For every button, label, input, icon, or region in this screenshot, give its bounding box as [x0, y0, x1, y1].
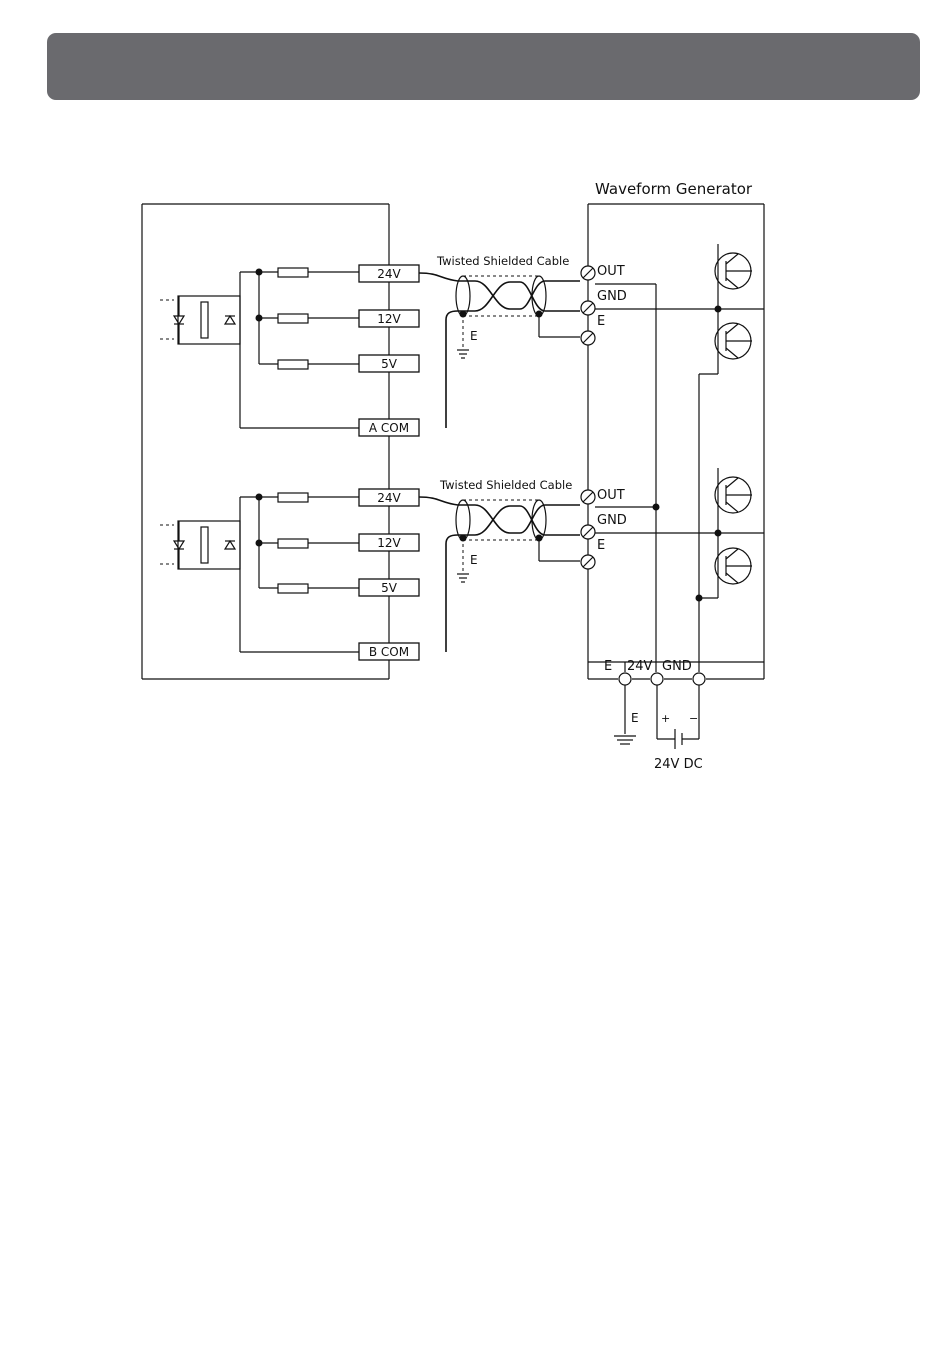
gen-terminal-a-e-label: E: [597, 314, 605, 329]
waveform-generator-label: Waveform Generator: [595, 180, 753, 198]
channel-a: 24V 12V 5V A COM Twisted Shielded Cable …: [160, 244, 764, 436]
power-terminal-gnd: [693, 673, 705, 685]
power-terminal-e-label: E: [604, 659, 612, 674]
input-optocoupler-icon: [160, 521, 240, 569]
channel-b: 24V 12V 5V B COM Twisted Shielded Cable …: [160, 468, 764, 660]
supply-label: 24V DC: [654, 757, 703, 772]
cable-label-a: Twisted Shielded Cable: [436, 254, 569, 268]
input-optocoupler-icon: [160, 296, 240, 344]
gen-terminal-a-e: [581, 331, 595, 345]
gen-terminal-b-gnd-label: GND: [597, 513, 627, 528]
gen-terminal-a-out: [581, 266, 595, 280]
gen-terminal-b-gnd: [581, 525, 595, 539]
transistor-icon: [699, 309, 752, 374]
power-terminal-24v-label: 24V: [627, 659, 653, 674]
transistor-icon: [715, 468, 752, 533]
gen-terminal-a-gnd: [581, 301, 595, 315]
gen-terminal-b-e-label: E: [597, 538, 605, 553]
power-ground-label: E: [631, 711, 639, 725]
supply-plus-sign: +: [661, 712, 670, 725]
counter-unit: [142, 204, 389, 679]
gen-terminal-a-out-label: OUT: [597, 264, 625, 279]
transistor-icon: [715, 244, 752, 309]
terminal-b-12v-label: 12V: [377, 536, 401, 550]
power-terminal-e: [619, 673, 631, 685]
power-terminal-gnd-label: GND: [662, 659, 692, 674]
shield-ground-label-a: E: [470, 329, 478, 343]
transistor-icon: [699, 533, 752, 598]
gen-terminal-a-gnd-label: GND: [597, 289, 627, 304]
gen-terminal-b-out-label: OUT: [597, 488, 625, 503]
cable-label-b: Twisted Shielded Cable: [439, 478, 572, 492]
gen-terminal-b-out: [581, 490, 595, 504]
power-rails: E 24V GND E + − 24V DC: [604, 284, 705, 772]
supply-minus-sign: −: [689, 712, 698, 725]
terminal-b-com-label: B COM: [369, 645, 409, 659]
terminal-a-com-label: A COM: [369, 421, 409, 435]
terminal-a-24v-label: 24V: [377, 267, 401, 281]
terminal-b-24v-label: 24V: [377, 491, 401, 505]
terminal-a-5v-label: 5V: [381, 357, 398, 371]
terminal-a-12v-label: 12V: [377, 312, 401, 326]
shield-ground-label-b: E: [470, 553, 478, 567]
power-terminal-24v: [651, 673, 663, 685]
gen-terminal-b-e: [581, 555, 595, 569]
terminal-b-5v-label: 5V: [381, 581, 398, 595]
